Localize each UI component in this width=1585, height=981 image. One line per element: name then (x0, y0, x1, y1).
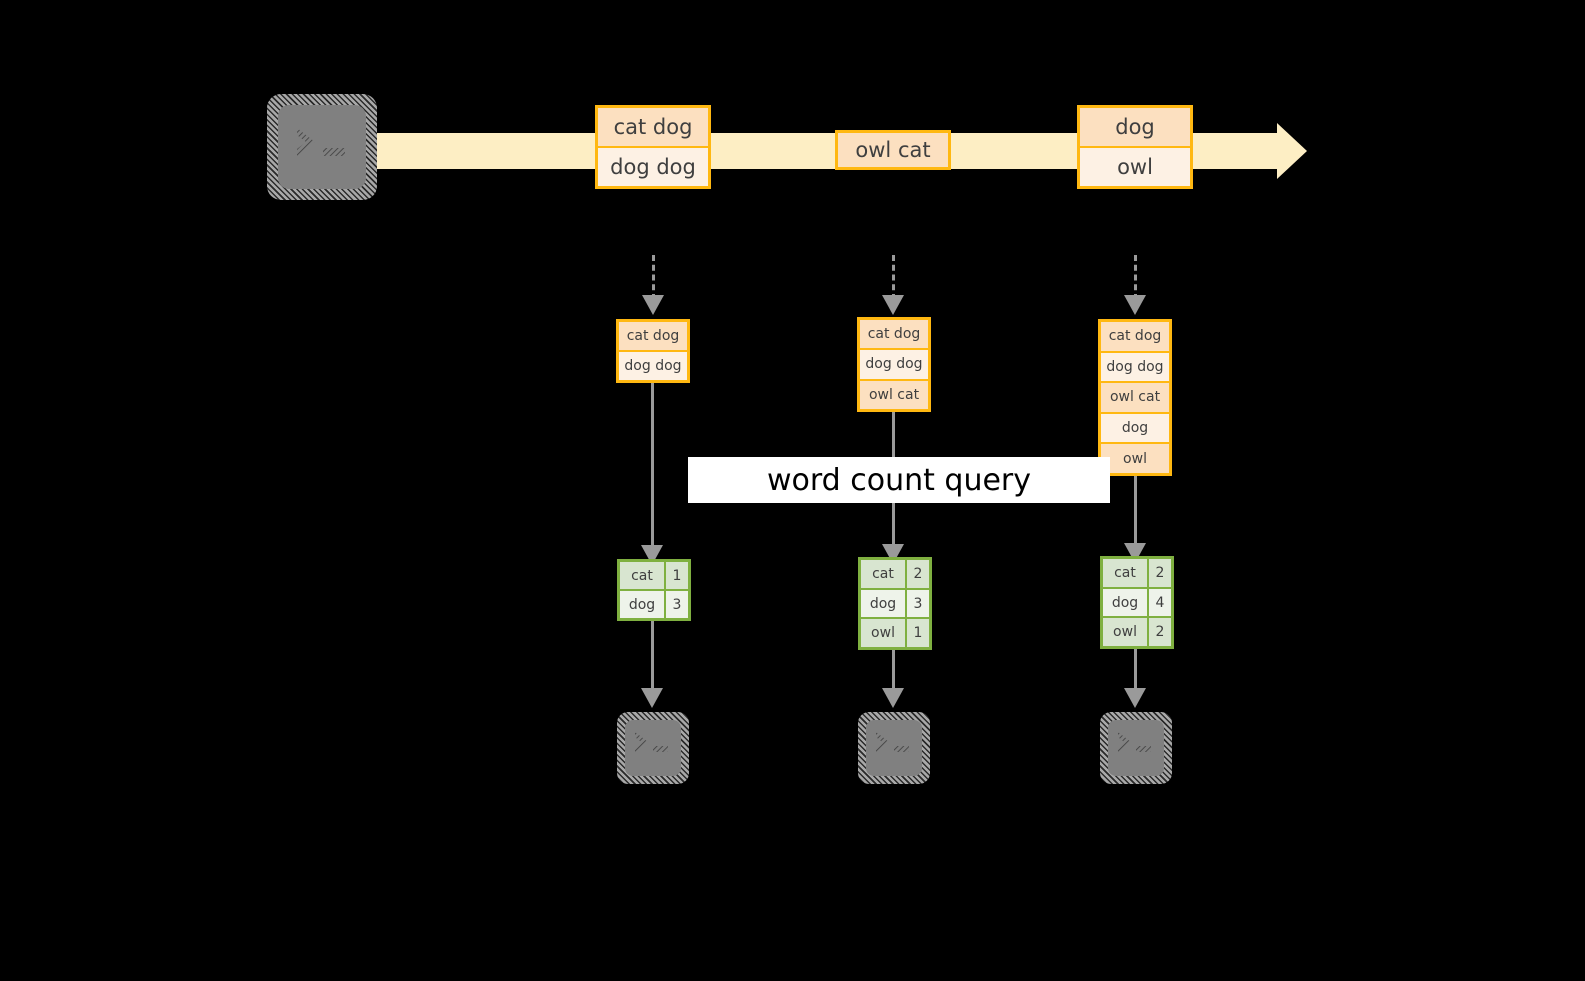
result-value: 3 (907, 589, 929, 618)
arrow-down-icon (641, 688, 663, 708)
consumer-terminal-1[interactable] (617, 712, 689, 784)
result-value: 1 (666, 562, 688, 589)
result-value: 4 (1149, 588, 1171, 617)
query-label-banner: word count query (688, 457, 1110, 503)
snapshot-state-line: owl cat (860, 380, 928, 409)
snapshot-t2-stream-state: cat dog dog dog owl cat (857, 317, 931, 412)
snapshot-t3-result-table: cat 2 dog 4 owl 2 (1100, 556, 1174, 649)
terminal-body (278, 105, 366, 189)
result-value: 2 (1149, 559, 1171, 587)
stream-record-group-2: owl cat (835, 130, 951, 170)
query-label-text: word count query (766, 462, 1032, 498)
snapshot-link-1 (652, 255, 655, 300)
result-row: cat 2 (861, 560, 929, 590)
result-flow-3 (1134, 649, 1137, 694)
stream-record-line: owl cat (838, 133, 948, 167)
terminal-body (866, 720, 922, 776)
producer-terminal[interactable] (267, 94, 377, 200)
result-value: 3 (666, 591, 688, 618)
terminal-body (625, 720, 681, 776)
result-row: dog 3 (620, 591, 688, 618)
result-key: dog (620, 591, 666, 618)
result-flow-1 (651, 621, 654, 693)
snapshot-link-2 (892, 255, 895, 300)
consumer-terminal-2[interactable] (858, 712, 930, 784)
terminal-body (1108, 720, 1164, 776)
result-row: owl 2 (1103, 618, 1171, 647)
snapshot-state-line: owl (1101, 444, 1169, 473)
stream-record-group-3: dog owl (1077, 105, 1193, 189)
query-flow-1 (651, 383, 654, 551)
stream-record-line: dog (1080, 108, 1190, 148)
arrow-down-icon (1124, 295, 1146, 315)
snapshot-t1-stream-state: cat dog dog dog (616, 319, 690, 383)
stream-record-line: cat dog (598, 108, 708, 148)
arrow-down-icon (642, 295, 664, 315)
result-key: owl (861, 619, 907, 648)
result-value: 2 (907, 560, 929, 588)
result-key: cat (861, 560, 907, 588)
stream-arrowhead-icon (1277, 123, 1307, 179)
result-row: cat 2 (1103, 559, 1171, 589)
arrow-down-icon (1124, 688, 1146, 708)
snapshot-link-3 (1134, 255, 1137, 300)
result-flow-2 (892, 650, 895, 694)
result-key: dog (861, 589, 907, 618)
snapshot-t3-stream-state: cat dog dog dog owl cat dog owl (1098, 319, 1172, 476)
result-key: owl (1103, 618, 1149, 647)
result-value: 1 (907, 619, 929, 648)
snapshot-state-line: cat dog (860, 320, 928, 351)
snapshot-state-line: owl cat (1101, 383, 1169, 414)
snapshot-state-line: cat dog (619, 322, 687, 352)
stream-record-group-1: cat dog dog dog (595, 105, 711, 189)
result-row: dog 3 (861, 589, 929, 620)
snapshot-t1-result-table: cat 1 dog 3 (617, 559, 691, 621)
result-row: cat 1 (620, 562, 688, 591)
result-value: 2 (1149, 618, 1171, 647)
result-row: dog 4 (1103, 588, 1171, 619)
stream-record-line: owl (1080, 148, 1190, 186)
snapshot-state-line: cat dog (1101, 322, 1169, 353)
stream-record-line: dog dog (598, 148, 708, 186)
arrow-down-icon (882, 688, 904, 708)
snapshot-state-line: dog dog (860, 350, 928, 381)
snapshot-t2-result-table: cat 2 dog 3 owl 1 (858, 557, 932, 650)
snapshot-state-line: dog dog (619, 352, 687, 380)
result-row: owl 1 (861, 619, 929, 648)
result-key: dog (1103, 588, 1149, 617)
snapshot-state-line: dog dog (1101, 352, 1169, 384)
query-flow-3 (1134, 476, 1137, 550)
consumer-terminal-3[interactable] (1100, 712, 1172, 784)
arrow-down-icon (882, 295, 904, 315)
snapshot-state-line: dog (1101, 413, 1169, 445)
result-key: cat (1103, 559, 1149, 587)
result-key: cat (620, 562, 666, 589)
